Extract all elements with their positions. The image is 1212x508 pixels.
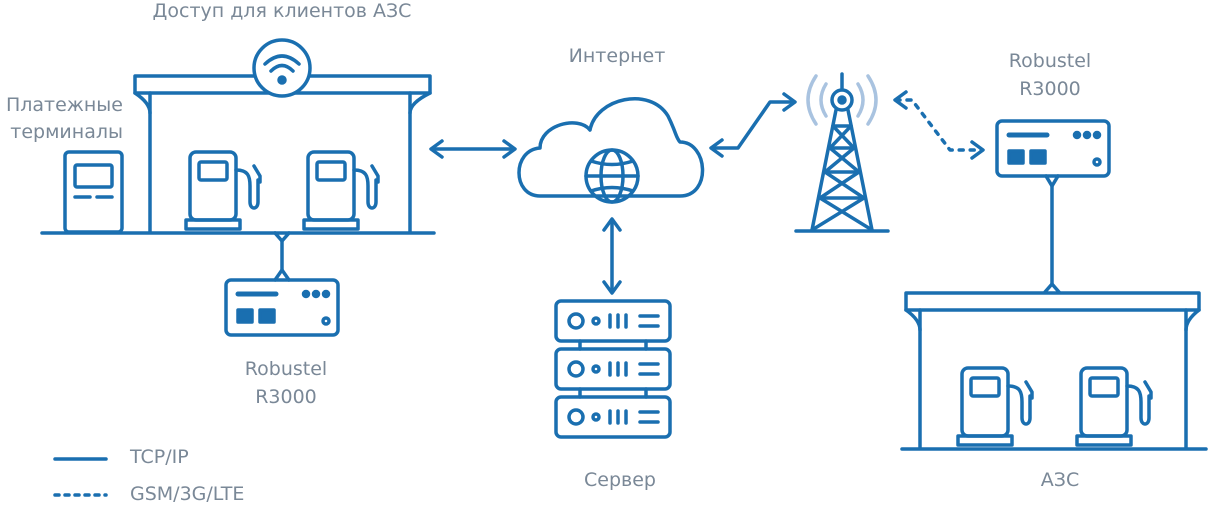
legend-solid-label: TCP/IP [130,446,189,468]
payment-terminals-label-line1: Платежные [5,94,123,116]
router-right-icon [997,121,1109,176]
wifi-access-label: Доступ для клиентов АЗС [152,0,412,22]
router-left-label-line2: R3000 [255,386,317,408]
server-label: Сервер [584,469,656,491]
fuel-pump-icon [956,366,1034,447]
payment-terminals-label-line2: терминалы [10,121,123,143]
link-internet-server [602,217,622,295]
wifi-icon [252,38,312,98]
right-gas-station [900,291,1208,451]
cell-tower-icon [794,72,890,233]
router-right-label-line2: R3000 [1019,78,1081,100]
payment-terminal-icon [63,150,124,234]
link-station-internet [429,139,517,159]
internet-cloud-icon [517,97,705,204]
link-internet-tower [709,92,797,158]
left-router-connector [273,231,291,282]
router-left-icon [226,280,338,335]
fuel-pump-icon [1075,366,1153,447]
legend [53,457,108,497]
fuel-pump-icon [302,150,380,231]
right-router-connector [1043,174,1061,294]
legend-dashed-label: GSM/3G/LTE [130,483,245,505]
router-left-label-line1: Robustel [244,358,328,380]
internet-label: Интернет [568,45,666,67]
fuel-pump-icon [184,150,262,231]
right-station-canopy [904,291,1201,312]
router-right-label-line1: Robustel [1008,50,1092,72]
link-tower-router-wireless [893,90,985,160]
left-gas-station [40,38,436,282]
station-right-label: АЗС [1040,469,1080,491]
server-stack-icon [554,299,672,439]
